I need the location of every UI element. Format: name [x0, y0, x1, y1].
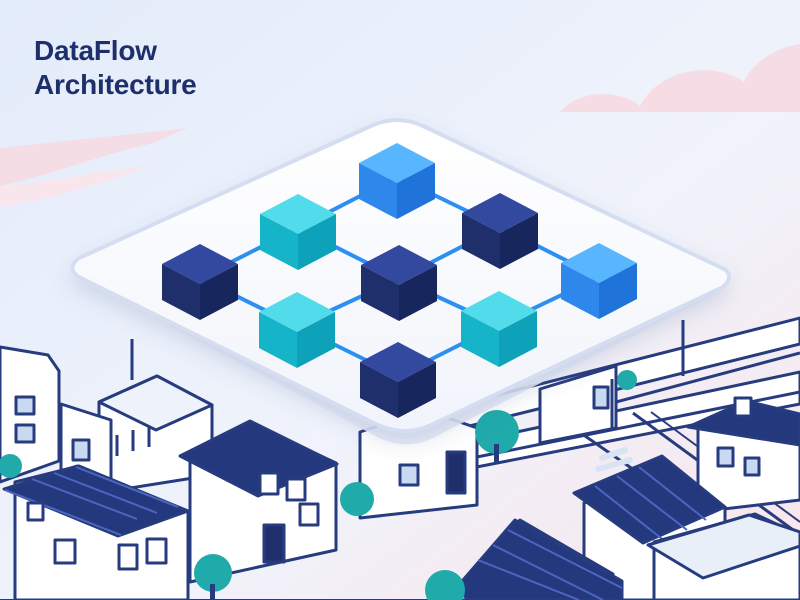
cloud-icon	[0, 44, 800, 207]
house-icon	[0, 345, 61, 484]
house-icon	[445, 518, 624, 600]
tree-icon	[0, 370, 637, 600]
house-icon	[686, 396, 800, 514]
title-line-1: DataFlow	[34, 35, 157, 66]
house-icon	[2, 464, 190, 600]
house-icon	[178, 419, 339, 584]
left-houses	[0, 345, 339, 600]
right-houses	[358, 364, 800, 600]
network-nodes-icon	[70, 118, 732, 445]
house-icon	[538, 364, 618, 445]
platform-support-posts	[130, 320, 685, 428]
house-icon	[572, 454, 727, 600]
page-title: DataFlow Architecture	[34, 34, 197, 102]
house-icon	[646, 512, 800, 600]
title-line-2: Architecture	[34, 69, 197, 100]
house-icon	[97, 374, 214, 495]
